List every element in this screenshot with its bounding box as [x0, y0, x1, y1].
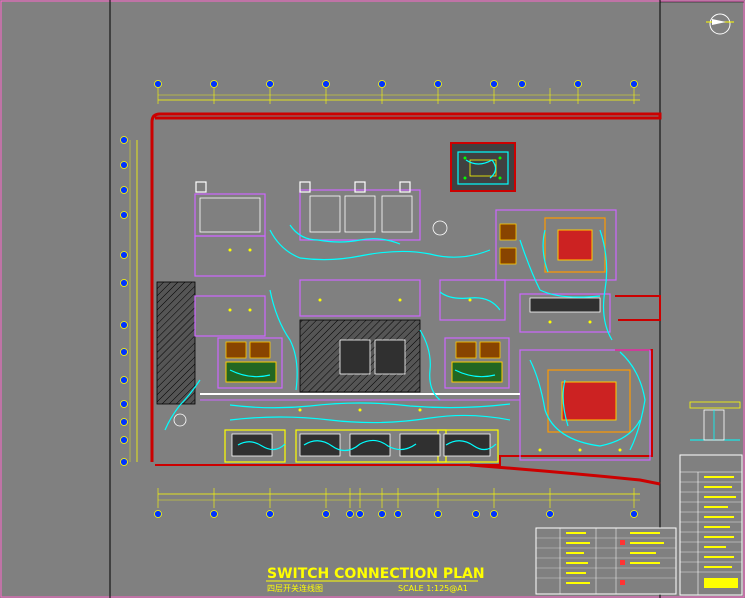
grid-bubble-icon — [120, 161, 128, 169]
grid-bubble-icon — [378, 510, 386, 518]
grid-bubble-icon — [394, 510, 402, 518]
grid-bubble-icon — [120, 400, 128, 408]
feature-ceilings — [225, 217, 631, 433]
grid-bubble-icon — [518, 80, 526, 88]
grid-bubble-icon — [322, 80, 330, 88]
light-fixtures — [228, 248, 622, 452]
grid-bubble-icon — [154, 80, 162, 88]
top-dimension-chain — [154, 80, 640, 104]
grid-bubble-icon — [120, 348, 128, 356]
grid-bubble-icon — [630, 510, 638, 518]
symbol-legend-table — [535, 527, 677, 595]
grid-bubble-icon — [472, 510, 480, 518]
grid-bubble-icon — [154, 510, 162, 518]
grid-bubble-icon — [120, 251, 128, 259]
grid-bubble-icon — [120, 211, 128, 219]
grid-bubble-icon — [120, 321, 128, 329]
grid-bubble-icon — [120, 376, 128, 384]
grid-bubble-icon — [120, 186, 128, 194]
bottom-dimension-chain — [154, 488, 640, 518]
title-block: SWITCH CONNECTION PLAN 四层开关连线图 SCALE 1:1… — [266, 566, 485, 593]
detail-elevation — [689, 401, 741, 441]
grid-bubble-icon — [266, 80, 274, 88]
grid-bubble-icon — [120, 418, 128, 426]
grid-bubble-icon — [378, 80, 386, 88]
grid-bubble-icon — [210, 80, 218, 88]
grid-bubble-icon — [434, 80, 442, 88]
grid-bubble-icon — [630, 80, 638, 88]
drawing-title: SWITCH CONNECTION PLAN — [267, 566, 485, 582]
grid-bubble-icon — [546, 510, 554, 518]
grid-bubble-icon — [490, 80, 498, 88]
left-dimension-chain — [120, 136, 138, 466]
grid-bubble-icon — [120, 279, 128, 287]
grid-bubble-icon — [322, 510, 330, 518]
room-partitions — [194, 181, 651, 463]
north-arrow-icon — [706, 13, 734, 35]
grid-bubble-icon — [120, 436, 128, 444]
grid-bubble-icon — [574, 80, 582, 88]
grid-bubble-icon — [266, 510, 274, 518]
grid-bubble-icon — [120, 136, 128, 144]
legend-table — [679, 454, 743, 596]
grid-bubble-icon — [434, 510, 442, 518]
grid-bubble-icon — [210, 510, 218, 518]
grid-bubble-icon — [490, 510, 498, 518]
wiring-circuits — [164, 159, 646, 452]
grid-bubble-icon — [346, 510, 354, 518]
top-room — [450, 142, 516, 192]
drawing-scale: SCALE 1:125@A1 — [398, 584, 468, 593]
grid-bubble-icon — [356, 510, 364, 518]
grid-bubble-icon — [120, 458, 128, 466]
furniture — [173, 195, 601, 457]
drawing-subtitle: 四层开关连线图 — [267, 583, 323, 593]
